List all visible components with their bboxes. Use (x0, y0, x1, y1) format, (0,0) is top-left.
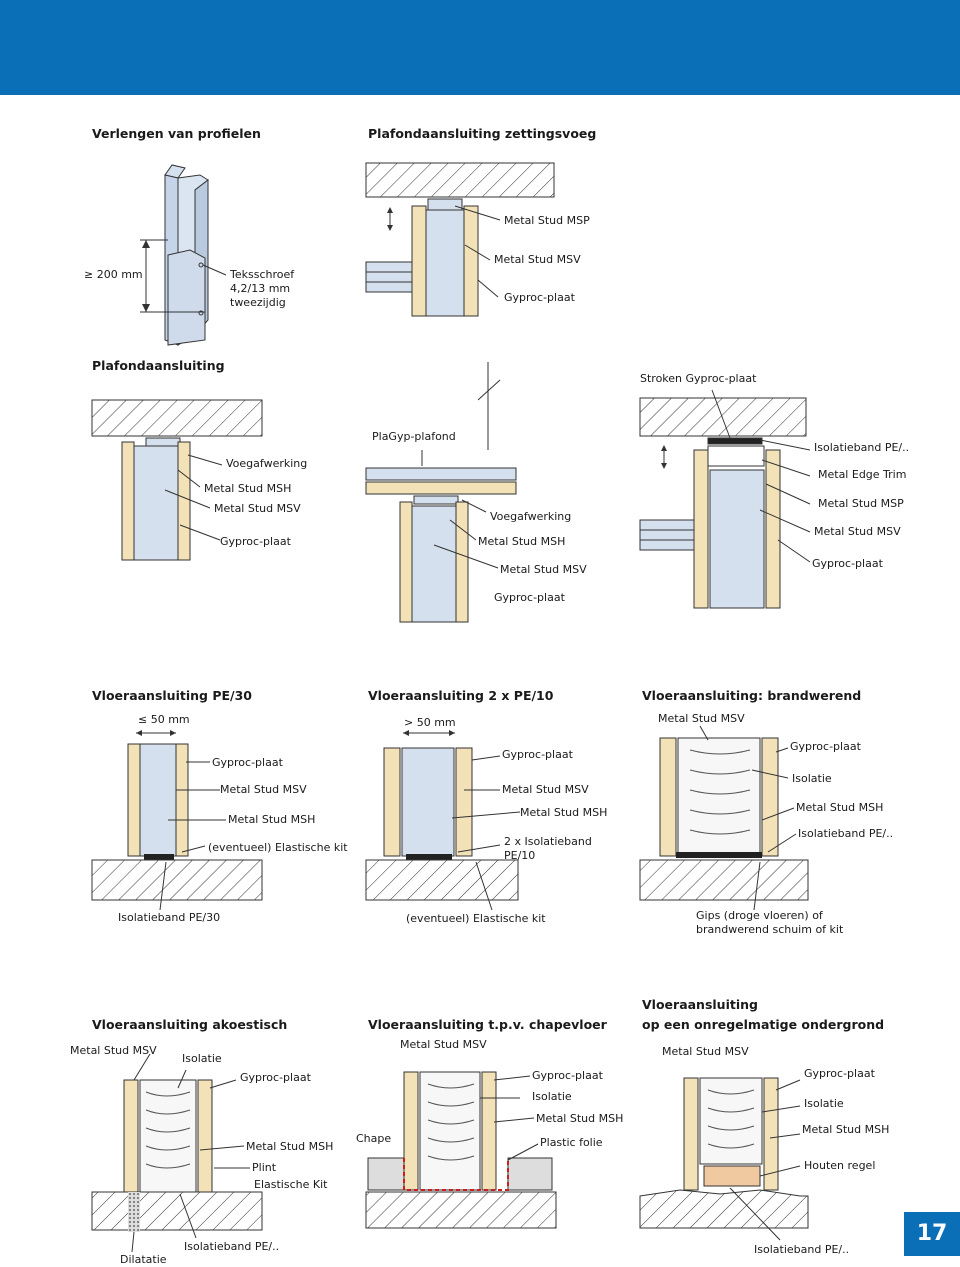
title-floor-uneven-1: Vloeraansluiting (642, 997, 758, 1012)
label-ch-5: Chape (356, 1132, 392, 1145)
label-ac-1: Isolatie (182, 1052, 222, 1065)
label-pe10-0: Gyproc-plaat (502, 748, 573, 761)
page-number: 17 (904, 1212, 960, 1256)
label-ch-1: Gyproc-plaat (532, 1069, 603, 1082)
label-pe30-bottom: Isolatieband PE/30 (118, 911, 221, 924)
floor-pe30-drawing (91, 730, 263, 911)
label-ac-0: Metal Stud MSV (70, 1044, 157, 1057)
profile-extension-drawing (140, 164, 227, 346)
label-pe30-2: Metal Stud MSH (228, 813, 316, 826)
label-ac-3: Metal Stud MSH (246, 1140, 334, 1153)
label-pe10-bottom: (eventueel) Elastische kit (406, 912, 546, 925)
label-ac-5: Elastische Kit (254, 1178, 328, 1191)
label-ceil-r-3: Metal Stud MSV (814, 525, 901, 538)
label-ceil-m-0: PlaGyp-plafond (372, 430, 456, 443)
label-ceil-l-3: Gyproc-plaat (220, 535, 291, 548)
dim-over-50: > 50 mm (404, 716, 456, 729)
floor-pe10-drawing (365, 730, 521, 911)
label-fire-bottom: Gips (droge vloeren) of brandwerend schu… (696, 909, 844, 936)
label-un-4: Houten regel (804, 1159, 876, 1172)
title-floor-fire: Vloeraansluiting: brandwerend (642, 688, 862, 703)
label-pe30-0: Gyproc-plaat (212, 756, 283, 769)
label-fire-2: Metal Stud MSH (796, 801, 884, 814)
title-ceiling: Plafondaansluiting (92, 358, 225, 373)
ceiling-right-drawing (639, 389, 811, 609)
title-floor-screed: Vloeraansluiting t.p.v. chapevloer (368, 1017, 607, 1032)
dim-min-200: ≥ 200 mm (84, 268, 143, 281)
settlement-joint-drawing (365, 162, 555, 317)
label-ceil-r-top: Stroken Gyproc-plaat (640, 372, 757, 385)
dim-max-50: ≤ 50 mm (138, 713, 190, 726)
label-ceil-m-2: Metal Stud MSH (478, 535, 566, 548)
label-ceil-l-2: Metal Stud MSV (214, 502, 301, 515)
floor-fire-drawing (639, 725, 809, 911)
label-ac-2: Gyproc-plaat (240, 1071, 311, 1084)
header-band (0, 0, 960, 95)
label-un-0: Metal Stud MSV (662, 1045, 749, 1058)
floor-acoustic-drawing (91, 1053, 263, 1253)
label-gyproc: Gyproc-plaat (504, 291, 575, 304)
label-ceil-m-3: Metal Stud MSV (500, 563, 587, 576)
label-ac-bottom1: Isolatieband PE/.. (184, 1240, 280, 1253)
label-msp: Metal Stud MSP (504, 214, 590, 227)
label-ch-0: Metal Stud MSV (400, 1038, 487, 1051)
label-fire-1: Isolatie (792, 772, 832, 785)
ceiling-left-drawing (91, 399, 263, 561)
label-msv: Metal Stud MSV (494, 253, 581, 266)
label-ac-bottom2: Dilatatie (120, 1253, 167, 1266)
label-fire-0: Gyproc-plaat (790, 740, 861, 753)
label-screw: Teksschroef 4,2/13 mm tweezijdig (230, 268, 295, 309)
label-un-1: Gyproc-plaat (804, 1067, 875, 1080)
title-floor-acoustic: Vloeraansluiting akoestisch (92, 1017, 288, 1032)
floor-screed-drawing (365, 1071, 557, 1229)
label-ceil-r-2: Metal Stud MSP (818, 497, 904, 510)
label-ch-2: Isolatie (532, 1090, 572, 1103)
title-floor-pe10: Vloeraansluiting 2 x PE/10 (368, 688, 554, 703)
floor-uneven-drawing (639, 1077, 809, 1241)
label-un-2: Isolatie (804, 1097, 844, 1110)
label-ceil-l-0: Voegafwerking (226, 457, 308, 470)
label-ceil-m-1: Voegafwerking (490, 510, 572, 523)
label-fire-3: Isolatieband PE/.. (798, 827, 894, 840)
label-pe10-2: Metal Stud MSH (520, 806, 608, 819)
label-ceil-r-0: Isolatieband PE/.. (814, 441, 910, 454)
label-pe10-3: 2 x Isolatieband PE/10 (504, 835, 592, 862)
label-fire-top: Metal Stud MSV (658, 712, 745, 725)
label-ceil-r-4: Gyproc-plaat (812, 557, 883, 570)
label-un-bottom: Isolatieband PE/.. (754, 1243, 850, 1256)
label-ch-3: Metal Stud MSH (536, 1112, 624, 1125)
label-ceil-r-1: Metal Edge Trim (818, 468, 907, 481)
label-un-3: Metal Stud MSH (802, 1123, 890, 1136)
label-pe30-3: (eventueel) Elastische kit (208, 841, 348, 854)
label-ch-4: Plastic folie (540, 1136, 603, 1149)
ceiling-middle-drawing (365, 362, 517, 623)
label-ac-4: Plint (252, 1161, 277, 1174)
label-pe30-1: Metal Stud MSV (220, 783, 307, 796)
title-settlement-joint: Plafondaansluiting zettingsvoeg (368, 126, 597, 141)
label-ceil-l-1: Metal Stud MSH (204, 482, 292, 495)
label-ceil-m-4: Gyproc-plaat (494, 591, 565, 604)
title-floor-pe30: Vloeraansluiting PE/30 (92, 688, 252, 703)
title-profile-extension: Verlengen van profielen (92, 126, 261, 141)
title-floor-uneven-2: op een onregelmatige ondergrond (642, 1017, 885, 1032)
label-pe10-1: Metal Stud MSV (502, 783, 589, 796)
